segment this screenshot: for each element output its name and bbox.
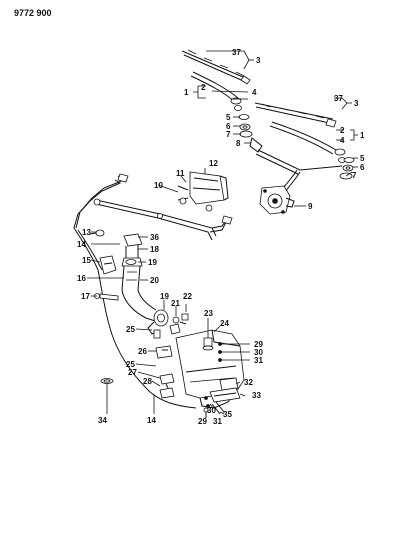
lower-clamp-assembly <box>203 377 241 418</box>
callout-29-lower: 29 <box>198 417 207 426</box>
callout-20: 20 <box>150 276 159 285</box>
callout-37-right: 37 <box>334 94 343 103</box>
callout-11: 11 <box>176 169 185 178</box>
callout-26: 26 <box>138 347 147 356</box>
washer-reservoir-neck <box>121 233 159 323</box>
callout-3-right: 3 <box>354 99 359 108</box>
reservoir-bracket <box>155 345 175 399</box>
callout-4-upper: 4 <box>252 88 257 97</box>
hose-clip-13 <box>89 229 105 237</box>
left-pivot-hardware <box>238 114 263 153</box>
callout-23: 23 <box>204 309 213 318</box>
callout-32: 32 <box>244 378 253 387</box>
washer-pump-bracket <box>99 255 117 275</box>
callout-28: 28 <box>143 377 152 386</box>
callout-19-lower: 19 <box>160 292 169 301</box>
document-number: 9772 900 <box>14 8 52 18</box>
reservoir-cap <box>202 337 214 351</box>
callout-19-upper: 19 <box>148 258 157 267</box>
callout-1-right: 1 <box>360 131 365 140</box>
washer-pump-motor <box>147 309 189 339</box>
callout-10: 10 <box>154 181 163 190</box>
callout-6-right: 6 <box>360 163 365 172</box>
callout-35: 35 <box>223 410 232 419</box>
callout-37-upper: 37 <box>232 48 241 57</box>
callout-2-upper: 2 <box>201 83 206 92</box>
callout-5-right: 5 <box>360 154 365 163</box>
washer-nozzle-assembly <box>177 171 229 212</box>
right-wiper-blade <box>254 102 337 128</box>
callout-21: 21 <box>171 299 180 308</box>
callout-27: 27 <box>128 368 137 377</box>
callout-7-right: 7 <box>352 171 357 180</box>
callout-3-upper: 3 <box>256 56 261 65</box>
callout-13: 13 <box>82 228 91 237</box>
callout-31-lower: 31 <box>213 417 222 426</box>
callout-16: 16 <box>77 274 86 283</box>
upper-wiper-blade <box>181 49 251 85</box>
callout-12: 12 <box>209 159 218 168</box>
callout-7-left: 7 <box>226 130 231 139</box>
right-pivot-hardware <box>339 157 355 180</box>
callout-14-lower: 14 <box>147 416 156 425</box>
right-wiper-arm <box>269 121 346 163</box>
callout-22: 22 <box>183 292 192 301</box>
callout-36: 36 <box>150 233 159 242</box>
callout-33: 33 <box>252 391 261 400</box>
washer-hose-network <box>73 173 233 241</box>
callout-1-upper: 1 <box>184 88 189 97</box>
callout-25-upper: 25 <box>126 325 135 334</box>
hose-connector-17 <box>94 293 119 301</box>
hardware-29-30-31-upper <box>218 342 222 362</box>
callout-31-upper: 31 <box>254 356 263 365</box>
callout-30-upper: 30 <box>254 348 263 357</box>
callout-9: 9 <box>308 202 313 211</box>
wiper-motor <box>259 185 295 215</box>
callout-34: 34 <box>98 416 107 425</box>
callout-17: 17 <box>81 292 90 301</box>
long-washer-hose <box>73 227 197 409</box>
callout-15: 15 <box>82 256 91 265</box>
callout-6-left: 6 <box>226 122 231 131</box>
wiper-linkage <box>255 149 343 199</box>
callout-labels: 37 3 1 2 4 37 3 5 6 7 2 4 1 8 5 6 7 9 10… <box>77 48 365 426</box>
leader-lines <box>87 50 358 415</box>
callout-18: 18 <box>150 245 159 254</box>
callout-29-upper: 29 <box>254 340 263 349</box>
callout-2-right: 2 <box>340 126 345 135</box>
callout-4-right: 4 <box>340 136 345 145</box>
upper-wiper-arm <box>190 71 242 111</box>
callout-14-left: 14 <box>77 240 86 249</box>
callout-25-lower: 25 <box>126 360 135 369</box>
callout-8: 8 <box>236 139 241 148</box>
grommet-34 <box>100 378 114 384</box>
callout-5-left: 5 <box>226 113 231 122</box>
callout-30-lower: 30 <box>207 406 216 415</box>
callout-24: 24 <box>220 319 229 328</box>
